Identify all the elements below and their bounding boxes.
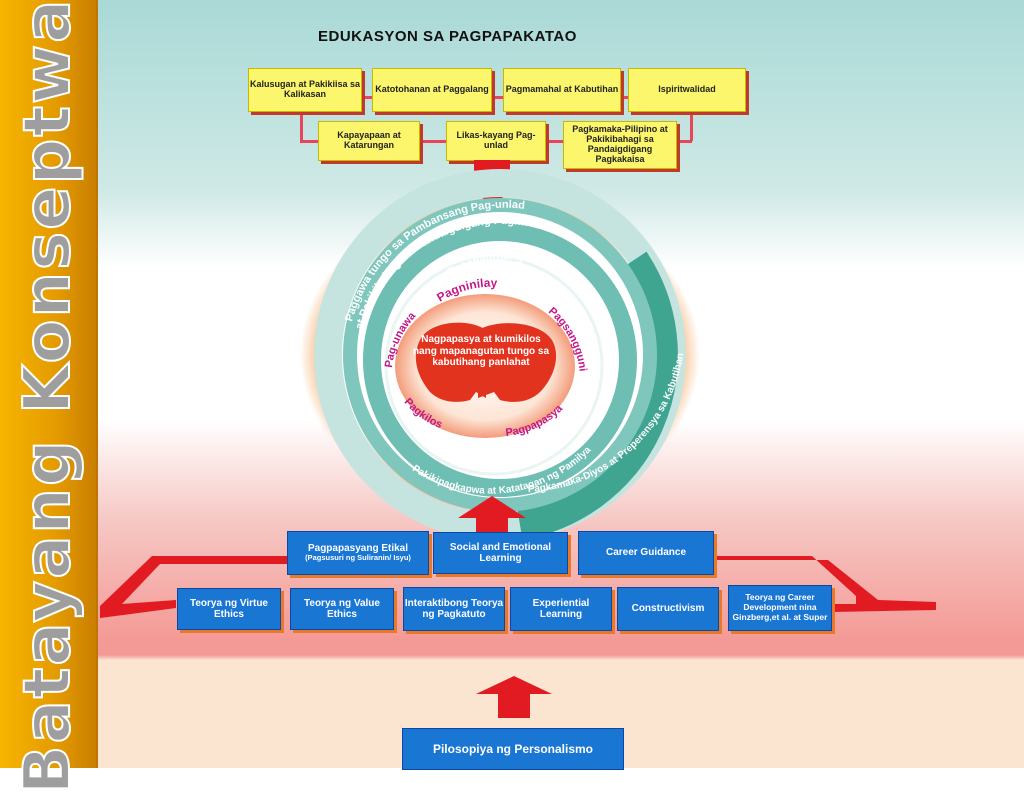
framework-box: Social and Emotional Learning <box>433 532 568 574</box>
theory-box: Constructivism <box>617 587 719 631</box>
up-arrow-bottom <box>476 676 552 718</box>
framework-box-label: Career Guidance <box>605 547 687 559</box>
left-frame-arrow <box>100 548 288 618</box>
value-box: Pagkamaka-Pilipino at Pakikibahagi sa Pa… <box>563 121 677 169</box>
theory-box-label: Interaktibong Teorya ng Pagkatuto <box>404 597 504 621</box>
framework-box-label: Social and Emotional Learning <box>449 541 552 565</box>
foundation-box: Pilosopiya ng Personalismo <box>402 728 624 770</box>
framework-box: Pagpapasyang Etikal (Pagsusuri ng Sulira… <box>287 531 429 575</box>
theory-box-label: Experiential Learning <box>532 597 590 621</box>
value-box-label: Likas-kayang Pag-unlad <box>456 130 536 150</box>
side-title-bar: Batayang Konseptwal <box>0 0 98 794</box>
diagram-graphics: Paggawa tungo sa Pambansang Pag-unlad at… <box>100 160 936 718</box>
theory-box: Teorya ng Virtue Ethics <box>177 588 281 630</box>
framework-box-sublabel: (Pagsusuri ng Suliranin/ Isyu) <box>305 553 411 563</box>
value-box: Pagmamahal at Kabutihan <box>503 68 621 112</box>
right-vertical-connector <box>690 96 693 141</box>
up-arrow-middle <box>458 496 526 534</box>
framework-box-label: Pagpapasyang Etikal <box>307 542 409 554</box>
theory-box-label: Teorya ng Value Ethics <box>304 597 380 621</box>
value-box: Likas-kayang Pag-unlad <box>446 121 546 161</box>
center-statement: Nagpapasya at kumikilos nang mapanagutan… <box>412 334 550 368</box>
head-silhouette-right <box>478 323 557 402</box>
theory-box: Teorya ng Value Ethics <box>290 588 394 630</box>
left-vertical-connector <box>300 96 303 141</box>
theory-box: Experiential Learning <box>510 587 612 631</box>
theory-box: Teorya ng Career Development nina Ginzbe… <box>728 585 832 631</box>
head-silhouette-left <box>415 322 486 402</box>
right-frame-arrow <box>712 548 936 612</box>
outer-ring-right-band <box>517 251 678 540</box>
value-box-label: Katotohanan at Paggalang <box>375 84 489 95</box>
value-box-label: Pagmamahal at Kabutihan <box>505 84 619 95</box>
value-box: Ispiritwalidad <box>628 68 746 112</box>
value-box: Katotohanan at Paggalang <box>372 68 492 112</box>
theory-box-label: Constructivism <box>631 603 705 615</box>
theory-box-label: Teorya ng Career Development nina Ginzbe… <box>732 592 828 622</box>
theory-box: Interaktibong Teorya ng Pagkatuto <box>403 587 505 631</box>
value-box-label: Ispiritwalidad <box>658 84 716 95</box>
value-box-label: Kapayapaan at Katarungan <box>337 130 401 150</box>
theory-box-label: Teorya ng Virtue Ethics <box>190 597 268 621</box>
value-box: Kapayapaan at Katarungan <box>318 121 420 161</box>
framework-box: Career Guidance <box>578 531 714 575</box>
value-box-label: Kalusugan at Pakikiisa sa Kalikasan <box>249 79 361 99</box>
value-box: Kalusugan at Pakikiisa sa Kalikasan <box>248 68 362 112</box>
value-box-label: Pagkamaka-Pilipino at Pakikibahagi sa Pa… <box>572 124 668 164</box>
diagram-title: EDUKASYON SA PAGPAPAKATAO <box>318 28 577 45</box>
